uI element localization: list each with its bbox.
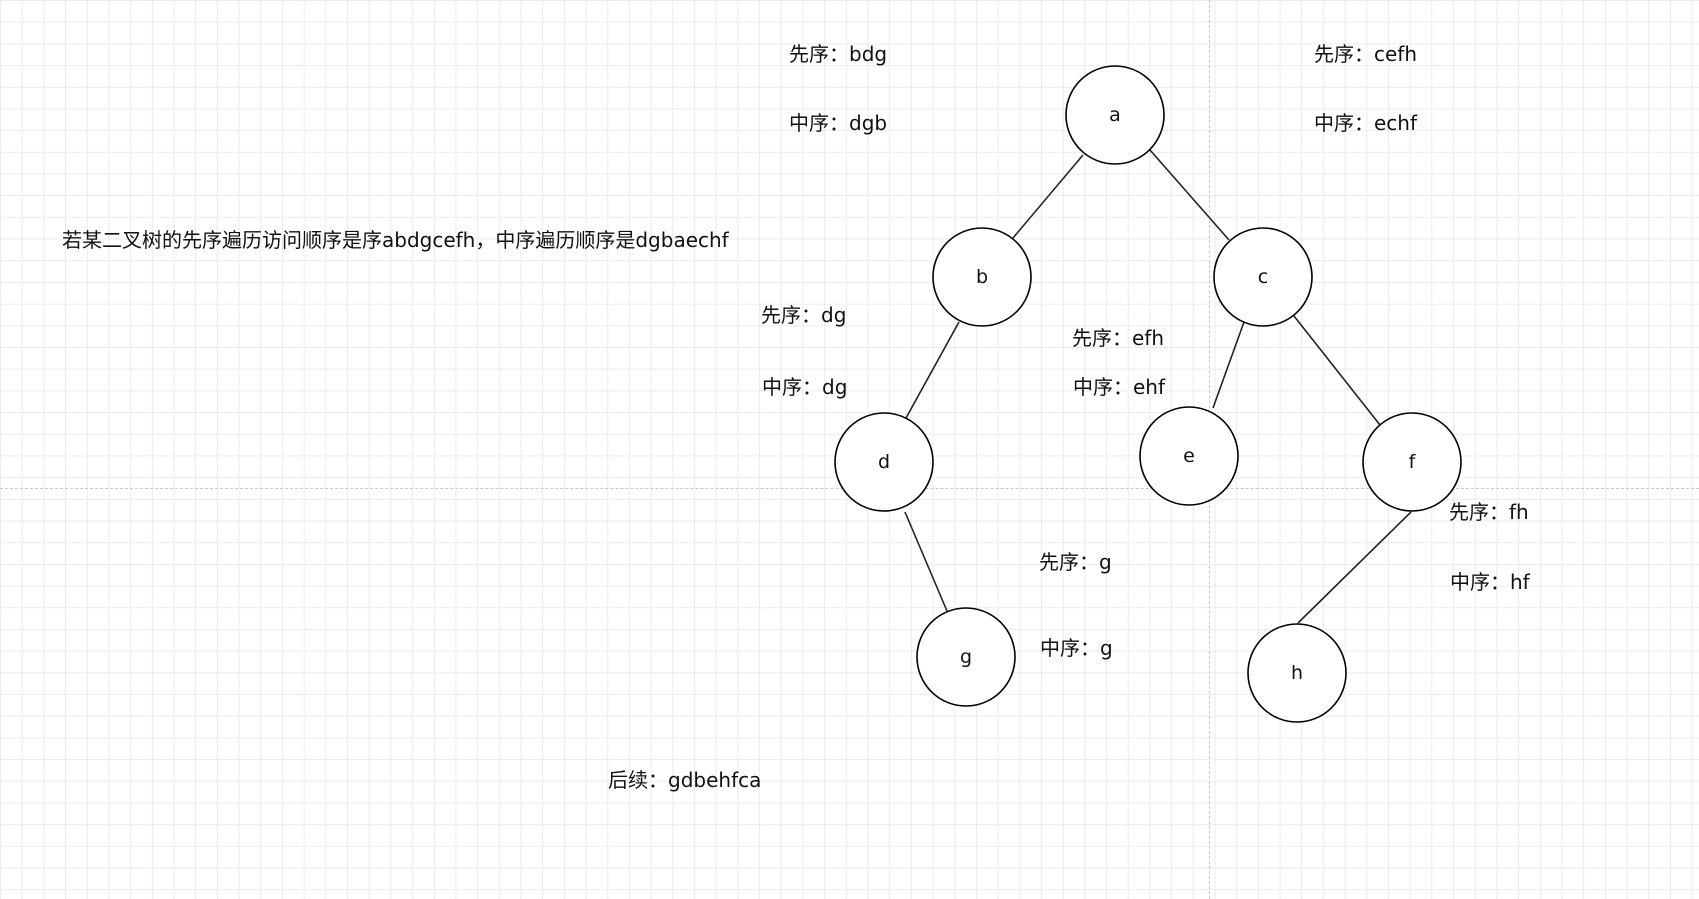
annotation-right-subtree-preorder[interactable]: 先序：cefh (1314, 42, 1418, 66)
node-e[interactable]: e (1139, 406, 1239, 506)
edge-c-e[interactable] (1212, 321, 1245, 409)
edge-f-h[interactable] (1297, 511, 1412, 624)
node-h[interactable]: h (1247, 623, 1347, 723)
node-f-label: f (1409, 451, 1417, 473)
annotation-left-subtree-inorder[interactable]: 中序：dgb (789, 111, 888, 135)
node-b-label: b (976, 266, 988, 288)
node-d-label: d (878, 451, 890, 473)
edge-a-c[interactable] (1149, 149, 1230, 241)
node-h-label: h (1291, 662, 1303, 684)
edge-a-b[interactable] (1012, 154, 1084, 239)
edge-b-d[interactable] (905, 321, 960, 419)
node-g[interactable]: g (916, 607, 1016, 707)
annotation-c-subtree-inorder[interactable]: 中序：ehf (1073, 375, 1166, 399)
annotation-b-subtree-inorder[interactable]: 中序：dg (762, 375, 848, 399)
node-d[interactable]: d (834, 412, 934, 512)
annotation-d-subtree-inorder[interactable]: 中序：g (1040, 636, 1113, 660)
edge-d-g[interactable] (904, 511, 948, 612)
annotation-d-subtree-preorder[interactable]: 先序：g (1039, 550, 1112, 574)
annotation-right-subtree-inorder[interactable]: 中序：echf (1314, 111, 1418, 135)
node-c-label: c (1258, 266, 1268, 288)
question-text[interactable]: 若某二叉树的先序遍历访问顺序是序abdgcefh，中序遍历顺序是dgbaechf (62, 228, 729, 252)
edge-c-f[interactable] (1293, 315, 1381, 426)
node-a[interactable]: a (1065, 65, 1165, 165)
annotation-left-subtree-preorder[interactable]: 先序：bdg (789, 42, 888, 66)
annotation-b-subtree-preorder[interactable]: 先序：dg (761, 303, 847, 327)
annotation-c-subtree-preorder[interactable]: 先序：efh (1072, 326, 1165, 350)
annotation-f-subtree-preorder[interactable]: 先序：fh (1449, 500, 1529, 524)
node-e-label: e (1183, 445, 1195, 467)
annotation-f-subtree-inorder[interactable]: 中序：hf (1450, 570, 1530, 594)
node-c[interactable]: c (1213, 227, 1313, 327)
postorder-result[interactable]: 后续：gdbehfca (608, 768, 762, 792)
node-f[interactable]: f (1362, 412, 1462, 512)
node-a-label: a (1109, 104, 1121, 126)
node-b[interactable]: b (932, 227, 1032, 327)
node-g-label: g (960, 646, 972, 668)
